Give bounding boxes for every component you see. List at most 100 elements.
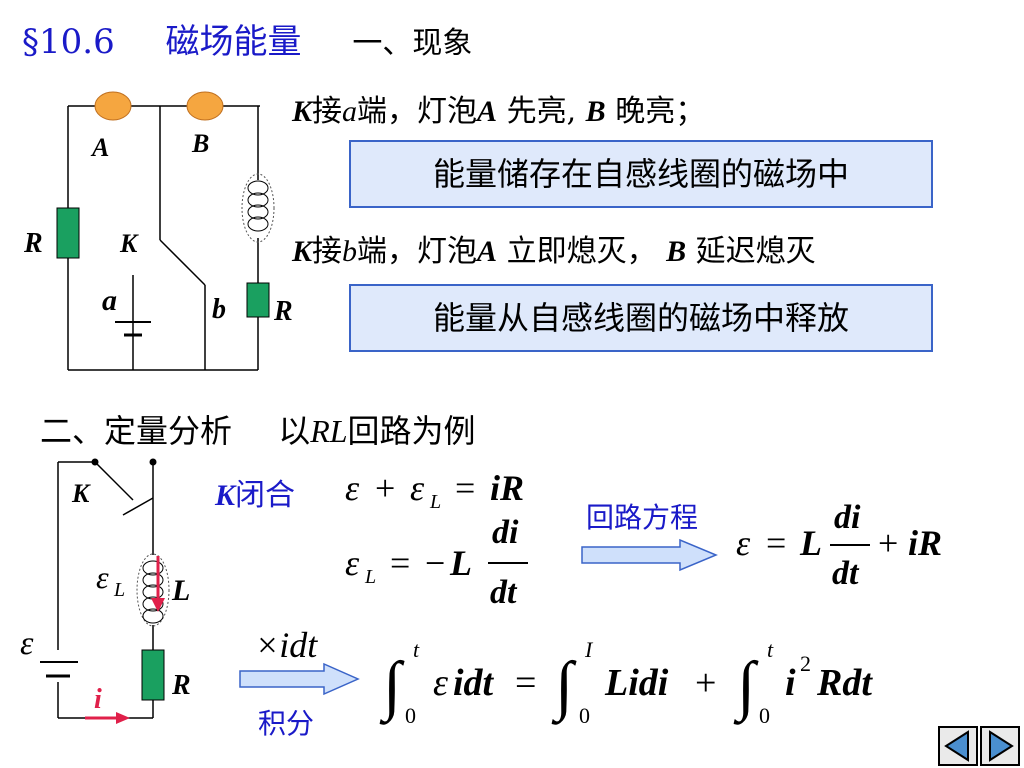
svg-text:∫: ∫ <box>551 649 577 725</box>
prev-slide-button[interactable] <box>938 726 978 766</box>
inductor-coil-icon <box>136 553 170 627</box>
svg-text:ε: ε <box>345 468 360 508</box>
circuit-diagram-1: A B R K a b R <box>23 91 293 371</box>
integrate-arrow-icon <box>239 662 360 696</box>
text: 延迟熄灭 <box>686 234 816 269</box>
energy-stored-box: 能量储存在自感线圈的磁场中 <box>349 140 933 208</box>
label-current-i: i <box>94 684 102 715</box>
phenomenon-line-1: K接a端，灯泡A 先亮, B 晚亮； <box>292 86 705 130</box>
emf-arrow-head-icon <box>151 598 165 612</box>
label-terminal-a: a <box>102 284 117 317</box>
svg-text:ε: ε <box>410 468 425 508</box>
text: 晚亮； <box>605 94 706 129</box>
next-slide-button[interactable] <box>980 726 1020 766</box>
svg-text:dt: dt <box>490 574 518 611</box>
loop-equation-label: 回路方程 <box>586 501 699 534</box>
svg-text:dt: dt <box>832 555 860 592</box>
svg-text:i: i <box>785 662 796 704</box>
phenomenon-line-2: K接b端，灯泡A 立即熄灭， B 延迟熄灭 <box>292 226 816 270</box>
energy-released-box: 能量从自感线圈的磁场中释放 <box>349 284 933 352</box>
svg-text:ε: ε <box>433 662 448 704</box>
lamp-a-icon <box>94 91 132 121</box>
text: 立即熄灭， <box>497 234 657 269</box>
text: 先亮, <box>497 94 577 129</box>
svg-text:iR: iR <box>908 523 942 563</box>
svg-text:=: = <box>455 468 475 508</box>
svg-text:+: + <box>878 523 898 563</box>
loop-arrow-icon <box>581 538 718 572</box>
heading-text: 二、定量分析 <box>40 412 233 450</box>
label-emf-l: ε <box>96 559 109 595</box>
text: 以 <box>278 412 311 450</box>
svg-text:L: L <box>449 543 472 583</box>
svg-text:∫: ∫ <box>733 649 759 725</box>
svg-text:=: = <box>766 523 786 563</box>
subsection-heading: 一、现象 <box>352 26 473 61</box>
label-lamp-a: A <box>90 133 109 162</box>
quantitative-heading: 二、定量分析 以RL回路为例 <box>40 406 476 452</box>
triangle-right-icon <box>989 730 1014 762</box>
svg-text:∫: ∫ <box>379 649 405 725</box>
k-closed-label: K闭合 <box>215 470 295 514</box>
svg-text:di: di <box>492 514 519 551</box>
label-resistor-r: R <box>171 670 191 701</box>
svg-text:L: L <box>364 566 376 588</box>
label-switch-k: K <box>119 229 139 258</box>
svg-text:−: − <box>425 543 445 583</box>
multiply-idt-label: ×idt <box>255 625 318 665</box>
k-symbol: K <box>292 95 313 128</box>
end-symbol: a <box>342 95 358 128</box>
label-emf-l-sub: L <box>113 579 125 601</box>
svg-text:=: = <box>390 543 410 583</box>
triangle-left-icon <box>944 730 969 762</box>
svg-text:Lidi: Lidi <box>604 662 669 704</box>
svg-text:+: + <box>375 468 395 508</box>
label-inductor-l: L <box>171 574 190 607</box>
rl-symbol: RL <box>310 413 348 449</box>
text: 端，灯泡 <box>357 234 478 269</box>
resistor-left-icon <box>56 207 80 259</box>
svg-text:idt: idt <box>453 662 495 704</box>
text: 接 <box>312 94 343 129</box>
label-switch-k: K <box>71 479 91 508</box>
label-terminal-b: b <box>212 294 226 325</box>
a-symbol: A <box>477 235 498 268</box>
label-r-left: R <box>23 228 43 259</box>
label-r-right: R <box>273 296 293 327</box>
text: 闭合 <box>235 478 296 513</box>
svg-text:ε: ε <box>736 523 751 563</box>
b-symbol: B <box>585 95 606 128</box>
inductor-coil-icon <box>241 173 275 243</box>
end-symbol: b <box>342 235 358 268</box>
section-name: 磁场能量 <box>165 22 302 62</box>
text: 回路为例 <box>347 412 476 450</box>
energy-integral-equation: ∫ t 0 ε idt = ∫ I 0 Lidi + ∫ t 0 i 2 Rdt <box>379 637 873 728</box>
svg-text:iR: iR <box>490 468 524 508</box>
resistor-icon <box>141 649 165 701</box>
slide-title: §10.6 磁场能量 一、现象 <box>22 14 472 63</box>
k-symbol: K <box>292 235 313 268</box>
integrate-label: 积分 <box>258 707 315 740</box>
svg-text:L: L <box>429 491 441 513</box>
label-emf: ε <box>20 625 34 662</box>
svg-text:0: 0 <box>405 703 416 728</box>
svg-text:=: = <box>515 662 536 704</box>
equations-left: ε + ε L = iR ε L = − L di dt <box>345 468 528 611</box>
svg-text:ε: ε <box>345 543 360 583</box>
svg-text:L: L <box>799 523 822 563</box>
svg-text:t: t <box>413 637 420 662</box>
current-arrow-head-icon <box>116 712 130 724</box>
svg-text:0: 0 <box>579 703 590 728</box>
text: 接 <box>312 234 343 269</box>
equation-right: ε = L di dt + iR <box>736 499 942 592</box>
lamp-b-icon <box>186 91 224 121</box>
text: 端，灯泡 <box>357 94 478 129</box>
svg-text:2: 2 <box>800 651 811 676</box>
b-symbol: B <box>666 235 687 268</box>
svg-text:+: + <box>695 662 716 704</box>
resistor-right-icon <box>246 282 270 318</box>
section-number: §10.6 <box>22 22 115 62</box>
svg-text:t: t <box>767 637 774 662</box>
circuit-diagram-2: K ε L L ε R i <box>20 458 191 724</box>
label-lamp-b: B <box>191 129 209 158</box>
